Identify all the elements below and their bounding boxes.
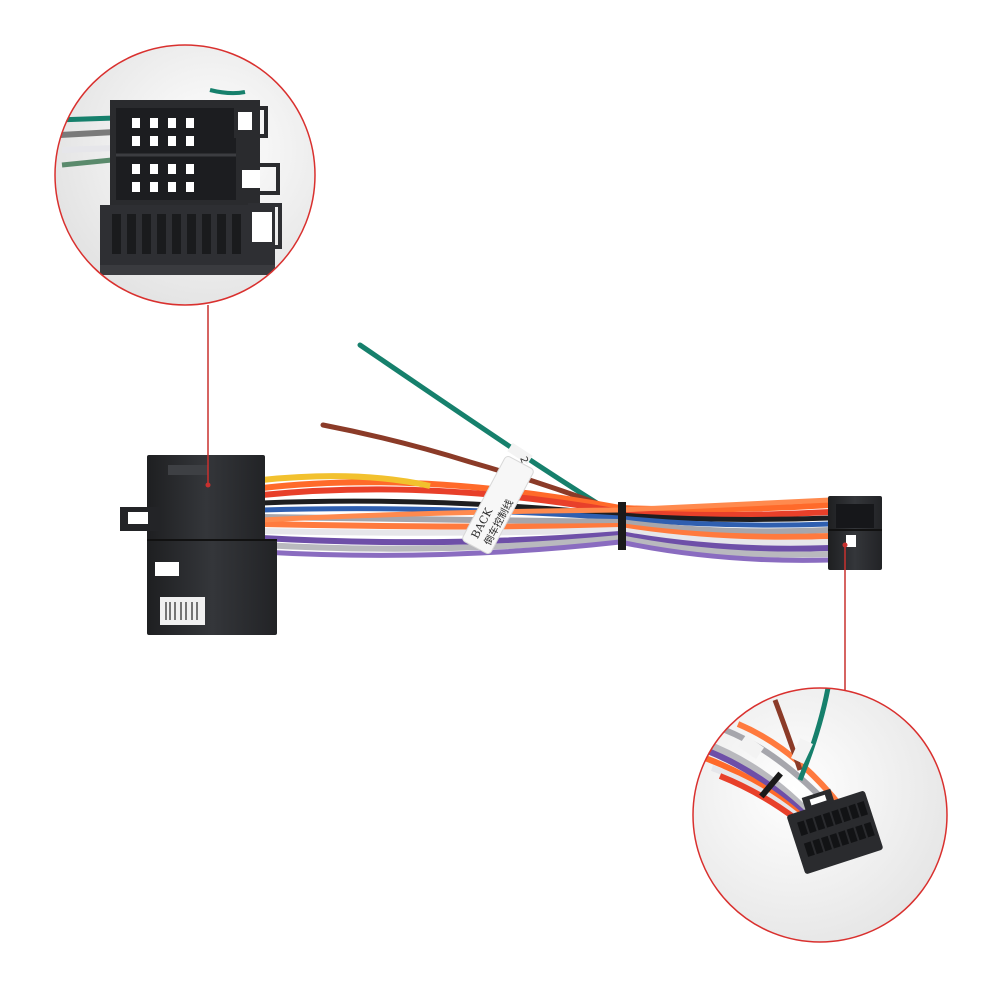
zoom-16-pin-connector	[692, 687, 948, 943]
iso-connector	[120, 455, 277, 635]
wire-bundle	[261, 342, 831, 563]
cable-tie	[759, 771, 783, 799]
cable-tie	[618, 502, 626, 550]
zoom-circle-border	[692, 687, 948, 943]
zoom-circle-border	[54, 44, 316, 306]
green-wire-tag	[507, 442, 533, 465]
brown-wire	[320, 422, 613, 511]
16-pin-connector	[828, 496, 882, 570]
green-wire-tag-text: 2	[517, 455, 530, 465]
iso-barcode-sticker	[160, 597, 205, 625]
zoom-iso-connector	[54, 44, 316, 306]
